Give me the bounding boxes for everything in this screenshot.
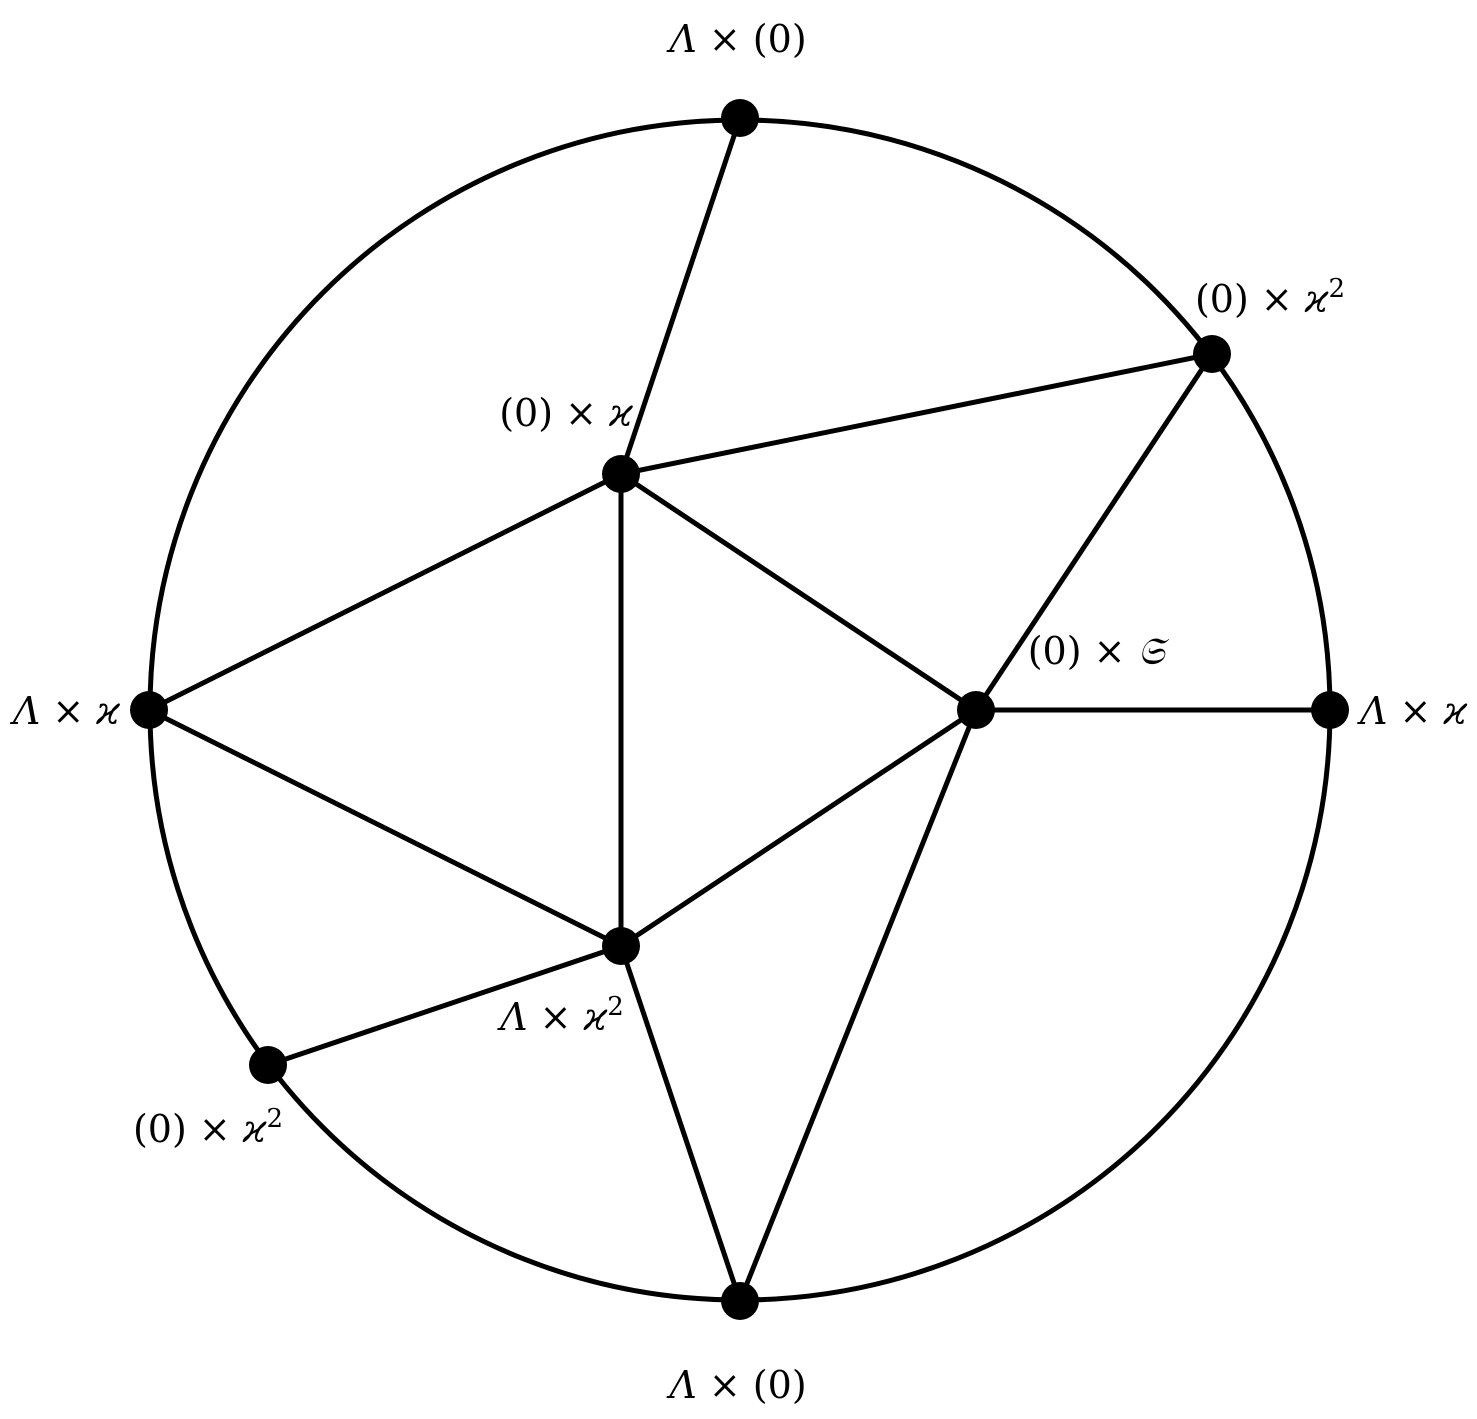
edge-inner-right-bottom: [737, 709, 979, 1302]
edge-inner-top-upper-right: [620, 351, 1213, 477]
node-label-upper-right: (0) × ϰ2: [1195, 274, 1345, 321]
edges: [147, 117, 1330, 1302]
node-label-left: Λ × ϰ: [10, 689, 120, 733]
labels: Λ × (0) (0) × ϰ2 Λ × ϰ Λ × (0) (0) × ϰ2 Λ × ϰ…: [10, 17, 1468, 1407]
edge-left-inner-bottom: [147, 707, 623, 949]
edge-inner-top-inner-right: [619, 471, 978, 713]
node-inner-bottom: [602, 927, 640, 965]
node-left: [130, 691, 168, 729]
edge-upper-right-inner-right: [973, 352, 1215, 712]
node-label-lower-left: (0) × ϰ2: [133, 1104, 283, 1151]
node-upper-right: [1193, 335, 1231, 373]
node-label-top: Λ × (0): [666, 17, 806, 61]
node-label-inner-top: (0) × ϰ: [499, 391, 633, 435]
edge-inner-top-left: [147, 471, 623, 713]
node-label-right: Λ × ϰ: [1357, 689, 1467, 733]
edge-inner-right-inner-bottom: [619, 707, 978, 949]
node-label-bottom: Λ × (0): [666, 1363, 806, 1407]
node-label-inner-bottom: Λ × ϰ2: [497, 992, 624, 1039]
node-top: [721, 99, 759, 137]
edge-inner-bottom-bottom: [618, 945, 743, 1302]
node-label-inner-right: (0) × 𝔖: [1028, 629, 1170, 673]
edge-top-inner-top: [618, 117, 743, 475]
edge-inner-bottom-lower-left: [267, 943, 622, 1068]
node-right: [1311, 691, 1349, 729]
nodes: [130, 99, 1349, 1320]
node-inner-right: [957, 691, 995, 729]
node-lower-left: [249, 1046, 287, 1084]
node-inner-top: [602, 455, 640, 493]
node-bottom: [721, 1282, 759, 1320]
